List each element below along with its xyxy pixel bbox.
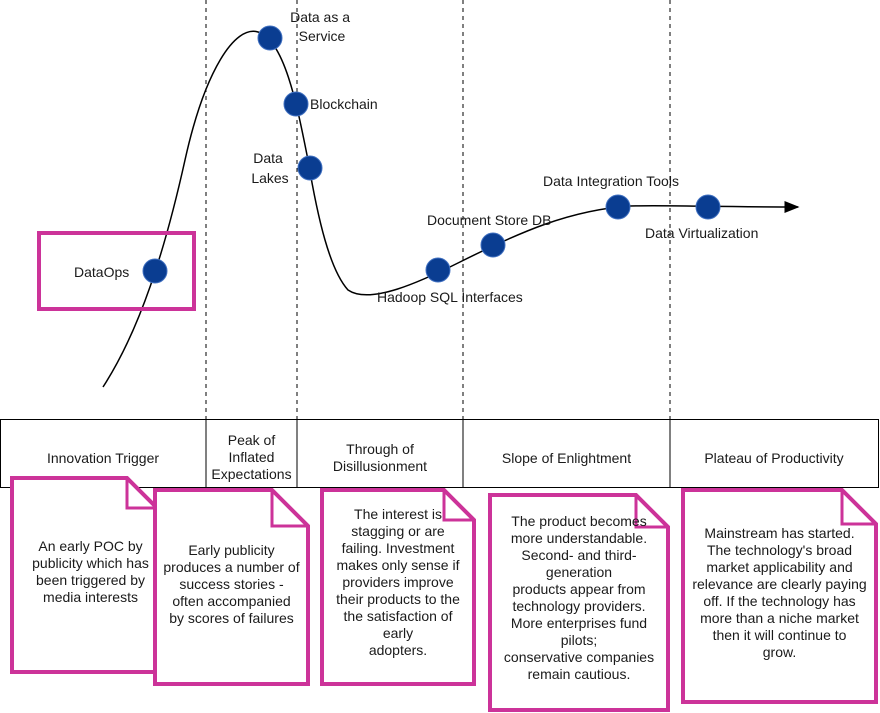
note-plateau-text: Mainstream has started. The technology's…: [692, 525, 867, 660]
dot-hadoop-sql-interfaces[interactable]: [425, 257, 451, 283]
label-document-store-db: Document Store DB: [427, 212, 552, 228]
note-shape-4: [488, 493, 670, 712]
phase-band: [0, 419, 879, 488]
dot-data-integration-tools[interactable]: [605, 194, 631, 220]
hype-curve: [102, 30, 800, 388]
dot-data-lakes[interactable]: [297, 155, 323, 181]
dot-blockchain[interactable]: [283, 91, 309, 117]
dataops-highlight-box: [37, 231, 196, 311]
phase-through-of-disillusionment: Through of Disillusionment: [332, 441, 428, 474]
phase-plateau-of-productivity: Plateau of Productivity: [704, 450, 844, 466]
dot-data-as-a-service[interactable]: [257, 25, 283, 51]
note-innovation-trigger-text: An early POC by publicity which has been…: [32, 538, 149, 605]
dot-data-virtualization[interactable]: [695, 194, 721, 220]
label-dataops: DataOps: [74, 264, 129, 280]
dot-dataops[interactable]: [142, 258, 168, 284]
label-data-lakes: Data Lakes: [251, 150, 288, 186]
label-blockchain: Blockchain: [310, 96, 378, 112]
label-data-virtualization: Data Virtualization: [645, 225, 758, 241]
label-data-as-a-service: Data as a Service: [290, 9, 354, 44]
label-hadoop-sql-interfaces: Hadoop SQL Interfaces: [377, 289, 523, 305]
label-data-integration-tools: Data Integration Tools: [543, 173, 679, 189]
note-shape-5: [681, 488, 878, 704]
note-peak-text: Early publicity produces a number of suc…: [163, 542, 300, 626]
dot-document-store-db[interactable]: [480, 232, 506, 258]
note-shape-2: [153, 488, 310, 686]
phase-slope-of-enlightment: Slope of Enlightment: [501, 450, 632, 466]
phase-innovation-trigger: Innovation Trigger: [46, 450, 160, 466]
note-disillusionment-text: The interest is stagging or are failing.…: [336, 506, 460, 658]
note-enlightment-text: The product becomes more understandable.…: [503, 513, 655, 682]
note-shape-3: [320, 488, 476, 686]
phase-peak-of-inflated-expectations: Peak of Inflated Expectations: [211, 432, 292, 482]
